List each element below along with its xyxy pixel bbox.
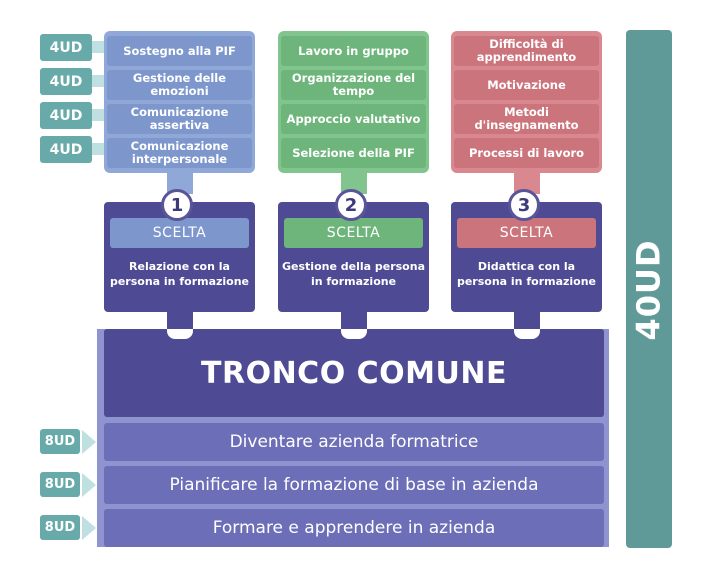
ud-tag-module-2: 8UD [40, 472, 80, 497]
common-module-3: Formare e apprendere in azienda [104, 509, 604, 547]
module-item: Comunicazione interpersonale [107, 138, 252, 168]
connector-stem [167, 172, 193, 194]
choice-label: SCELTA [457, 218, 596, 248]
ud-tag-module-1: 8UD [40, 429, 80, 454]
total-ud-label-wrap: 40UD [626, 190, 672, 390]
connector-stem [167, 311, 193, 331]
choice-number-2: 2 [335, 189, 367, 221]
ud-tag-2: 4UD [40, 68, 92, 95]
module-item: Approccio valutativo [281, 104, 426, 134]
module-item: Organizzazione del tempo [281, 70, 426, 100]
tag-connector [92, 143, 106, 155]
module-group-2: Lavoro in gruppo Organizzazione del temp… [278, 31, 429, 173]
choice-label: SCELTA [284, 218, 423, 248]
module-item: Gestione delle emozioni [107, 70, 252, 100]
choice-title: Relazione con la persona in formazione [109, 260, 250, 288]
module-item: Processi di lavoro [454, 138, 599, 168]
tag-connector [92, 41, 106, 53]
choice-label: SCELTA [110, 218, 249, 248]
module-item: Selezione della PIF [281, 138, 426, 168]
ud-tag-1: 4UD [40, 34, 92, 61]
module-item: Comunicazione assertiva [107, 104, 252, 134]
ud-tag-4: 4UD [40, 136, 92, 163]
tag-connector [92, 75, 106, 87]
tag-connector [92, 109, 106, 121]
arrow-icon [82, 430, 96, 454]
module-item: Lavoro in gruppo [281, 36, 426, 66]
ud-tag-3: 4UD [40, 102, 92, 129]
trunk-notch [514, 329, 540, 339]
ud-tag-module-3: 8UD [40, 515, 80, 540]
total-ud-bar [626, 30, 672, 548]
connector-stem [341, 311, 367, 331]
arrow-icon [82, 473, 96, 497]
connector-stem [514, 311, 540, 331]
choice-number-3: 3 [508, 189, 540, 221]
choice-title: Didattica con la persona in formazione [456, 260, 597, 288]
module-item: Difficoltà di apprendimento [454, 36, 599, 66]
module-item: Sostegno alla PIF [107, 36, 252, 66]
trunk-notch [167, 329, 193, 339]
trunk-title: TRONCO COMUNE [104, 329, 604, 417]
module-group-3: Difficoltà di apprendimento Motivazione … [451, 31, 602, 173]
connector-stem [514, 172, 540, 194]
choice-title: Gestione della persona in formazione [282, 260, 425, 288]
common-module-2: Pianificare la formazione di base in azi… [104, 466, 604, 504]
connector-stem [341, 172, 367, 194]
module-group-1: Sostegno alla PIF Gestione delle emozion… [104, 31, 255, 173]
module-item: Metodi d'insegnamento [454, 104, 599, 134]
arrow-icon [82, 516, 96, 540]
common-module-1: Diventare azienda formatrice [104, 423, 604, 461]
choice-number-1: 1 [161, 189, 193, 221]
total-ud-label: 40UD [630, 239, 669, 341]
choice-box-1: SCELTA Relazione con la persona in forma… [104, 202, 255, 312]
module-item: Motivazione [454, 70, 599, 100]
trunk-notch [341, 329, 367, 339]
